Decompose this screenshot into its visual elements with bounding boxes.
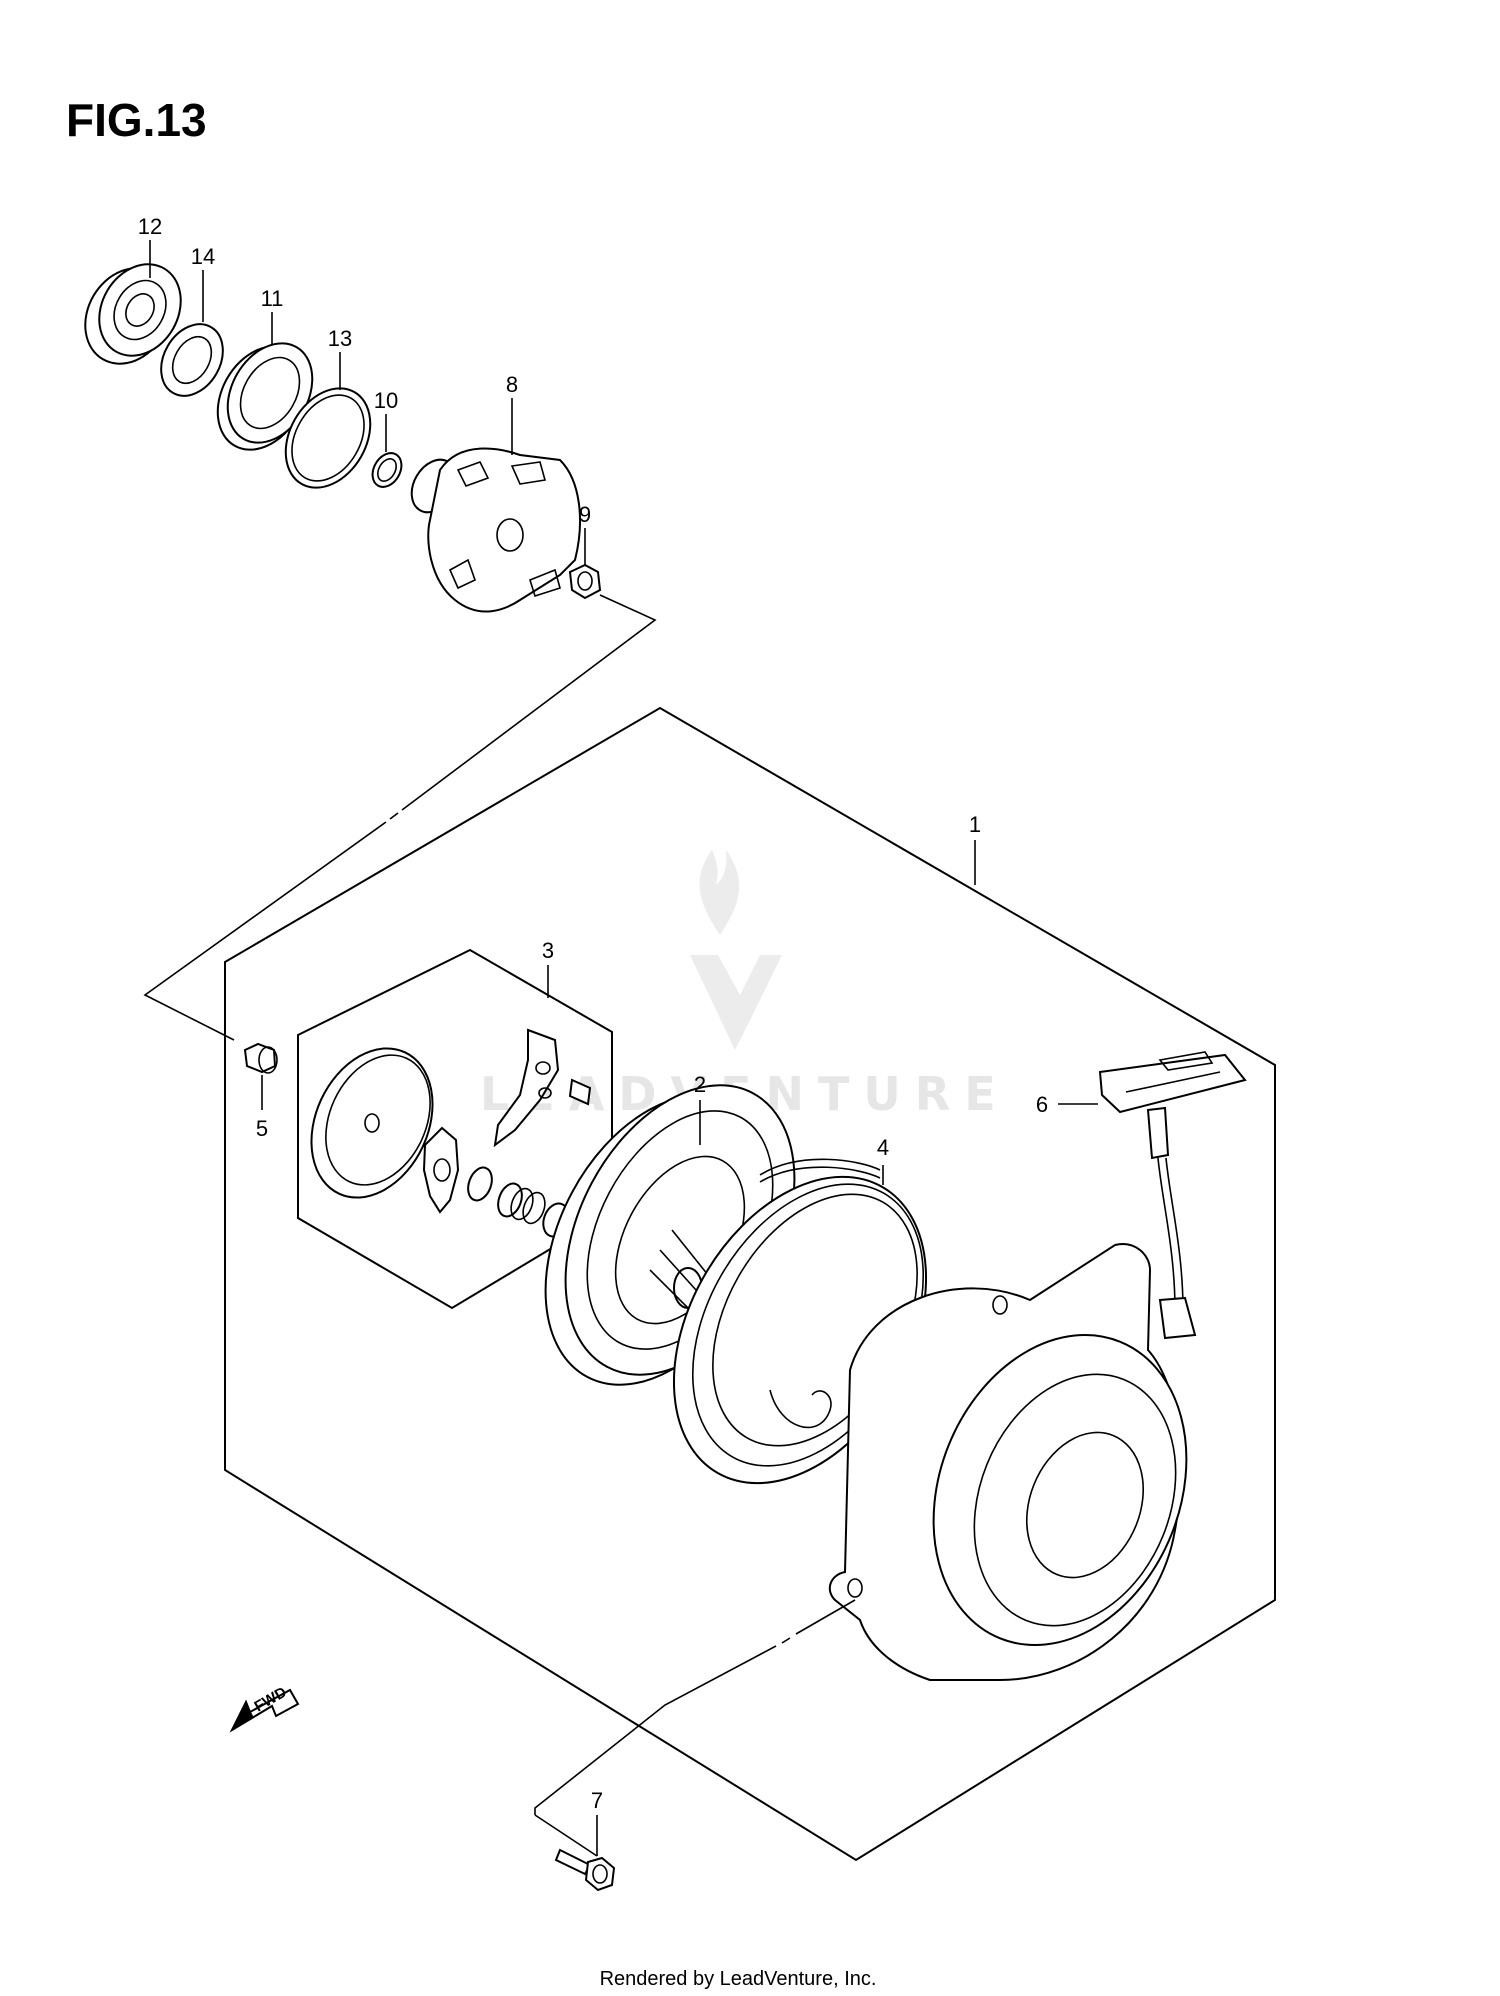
callout-8: 8 xyxy=(506,372,518,397)
callout-14: 14 xyxy=(191,244,215,269)
footer-credit: Rendered by LeadVenture, Inc. xyxy=(600,1968,877,1990)
callout-6: 6 xyxy=(1036,1092,1048,1117)
drive-hub-part xyxy=(410,447,581,613)
connection-line-upper xyxy=(143,594,657,1041)
o-ring-small-part xyxy=(371,452,403,488)
callout-12: 12 xyxy=(138,214,162,239)
callout-13: 13 xyxy=(328,326,352,351)
callout-1: 1 xyxy=(969,812,981,837)
nut-part xyxy=(568,563,602,600)
recoil-case-part xyxy=(828,1243,1188,1681)
connection-line-lower xyxy=(534,1599,856,1815)
callout-4: 4 xyxy=(877,1135,889,1160)
bolt-part-5 xyxy=(243,1042,278,1074)
pawl-kit-parts xyxy=(310,1028,592,1238)
upper-leaders xyxy=(149,240,586,565)
callout-7: 7 xyxy=(591,1788,603,1813)
figure-title: FIG.13 xyxy=(66,94,207,146)
bolt-part-7 xyxy=(554,1848,616,1892)
oil-seal-part xyxy=(216,342,314,451)
callout-3: 3 xyxy=(542,938,554,963)
bearing-part xyxy=(84,263,182,365)
starter-handle-part xyxy=(1098,1051,1247,1340)
callout-2: 2 xyxy=(694,1072,706,1097)
callout-5: 5 xyxy=(256,1116,268,1141)
o-ring-large-part xyxy=(284,387,372,489)
assembly-outline xyxy=(224,706,1276,1862)
oil-seal-small-part xyxy=(160,323,224,397)
watermark: LEADVENTURE xyxy=(480,850,996,1121)
callout-11: 11 xyxy=(261,286,284,311)
callout-10: 10 xyxy=(374,388,398,413)
callout-9: 9 xyxy=(579,502,591,527)
upper-parts xyxy=(84,263,602,613)
fwd-arrow-icon: FWD xyxy=(229,1684,300,1733)
